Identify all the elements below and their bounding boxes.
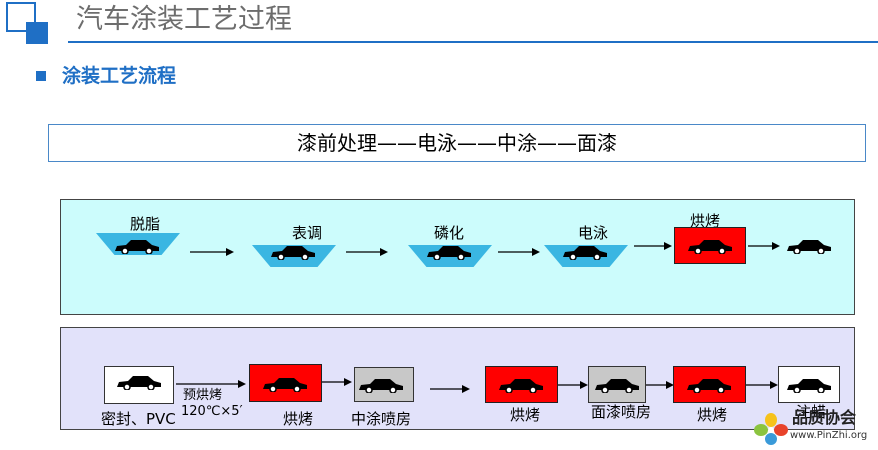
flow-arrow-icon <box>746 381 778 389</box>
process-summary-box: 漆前处理——电泳——中涂——面漆 <box>48 124 866 162</box>
top-coat-booth-label: 面漆喷房 <box>591 403 652 421</box>
car-icon <box>688 240 732 254</box>
car-icon <box>271 246 315 260</box>
car-icon <box>263 378 307 392</box>
step-label-phosphating: 磷化 <box>434 224 465 242</box>
car-icon <box>787 379 831 393</box>
mid-coat-booth-label: 中涂喷房 <box>351 410 412 428</box>
car-icon <box>787 240 831 254</box>
step-label-bake: 烘烤 <box>690 212 721 230</box>
bake-oven <box>674 227 746 264</box>
square-bullet-icon <box>36 71 46 81</box>
flow-arrow-icon <box>558 381 588 389</box>
flower-logo-icon <box>754 413 788 445</box>
step-label-electrocoat: 电泳 <box>578 224 609 242</box>
preheat-spec-label: 120℃×5′ <box>181 404 243 419</box>
flow-arrow-icon <box>176 380 246 388</box>
flow-arrow-icon <box>346 248 388 256</box>
flow-arrow-icon <box>190 248 234 256</box>
watermark-name: 品质协会 <box>792 408 857 427</box>
car-icon <box>499 379 543 393</box>
header-logo-square <box>26 22 48 44</box>
section-heading: 涂装工艺流程 <box>62 65 177 87</box>
flow-arrow-icon <box>430 385 470 393</box>
car-icon <box>427 246 471 260</box>
title-underline <box>68 41 878 43</box>
car-icon <box>115 240 159 254</box>
flow-arrow-icon <box>748 242 780 250</box>
wax-label: 注蜡 <box>796 403 827 421</box>
car-icon <box>687 379 731 393</box>
watermark-url: www.PinZhi.org <box>790 430 868 441</box>
flow-arrow-icon <box>646 381 674 389</box>
step-label-surface-conditioning: 表调 <box>292 224 323 242</box>
bake-label-3: 烘烤 <box>697 406 728 424</box>
car-icon <box>117 376 161 390</box>
step-label-degrease: 脱脂 <box>130 215 161 233</box>
flow-arrow-icon <box>322 378 352 386</box>
bake-label-1: 烘烤 <box>283 410 314 428</box>
page-title: 汽车涂装工艺过程 <box>76 4 292 35</box>
car-icon <box>563 246 607 260</box>
flow-arrow-icon <box>498 248 540 256</box>
bake-label-2: 烘烤 <box>510 406 541 424</box>
car-icon <box>359 379 403 393</box>
bake-oven-1 <box>249 364 322 402</box>
car-icon <box>595 379 639 393</box>
sealing-label: 密封、PVC <box>101 410 176 428</box>
preheat-label: 预烘烤 <box>183 388 223 403</box>
header-logo-frame <box>6 2 36 32</box>
flow-arrow-icon <box>634 242 672 250</box>
